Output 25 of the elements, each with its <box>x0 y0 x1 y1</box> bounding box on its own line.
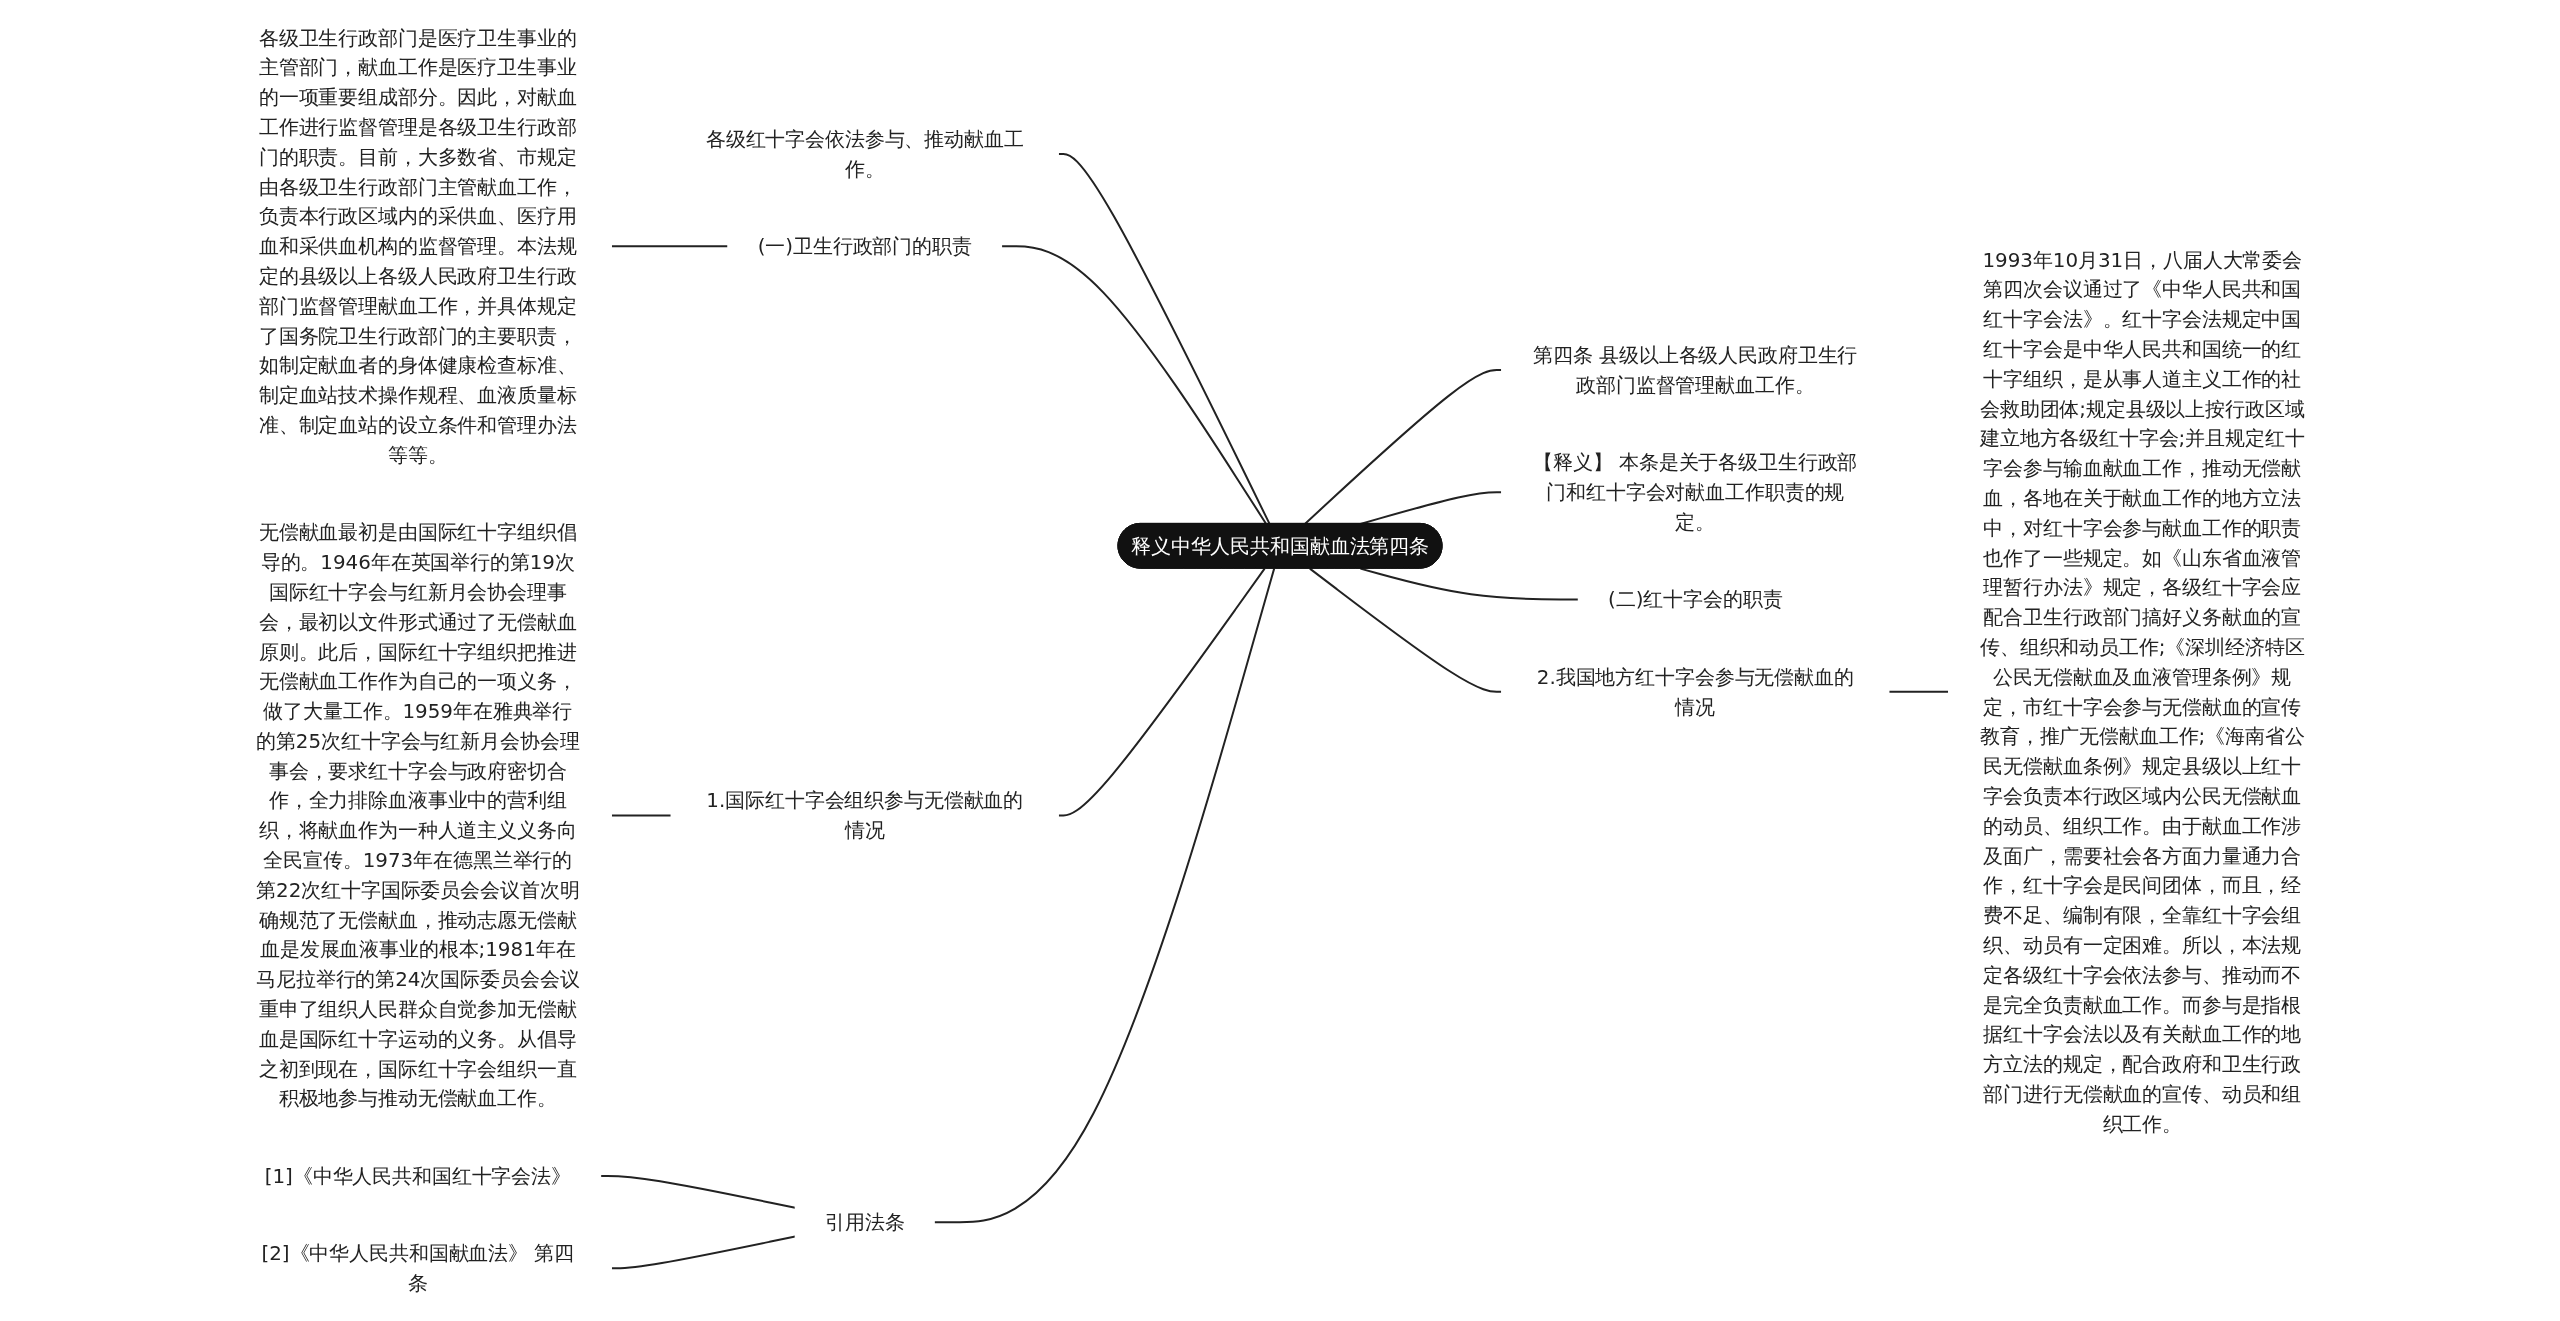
node-text: 第四条 县级以上各级人民政府卫生行政部门监督管理献血工作。 <box>1533 343 1858 397</box>
node-text: 1993年10月31日，八届人大常委会第四次会议通过了《中华人民共和国红十字会法》。红十字会法规定中国红十字会是中华人民共和国统一的红十字组织，是从事人道主义工作的社会救助团体;规定县级以上按行政区域建立地方各级红十字会;并且规定红十字会参与输血献血工作，推动无偿献血，各地在关于献血工作的地方立法中，对红十字会参与献血工作的职责也作了一些规定。如《山东省血液管理暂行办法》规定，各级红十字会应配合卫生行政部门搞好义务献血的宣传、组织和动员工作;《深圳经济特区公民无偿献血及血液管理条例》规定，市红十字会参与无偿献血的宣传教育，推广无偿献血工作;《海南省公民无偿献血条例》规定县级以上红十字会负责本行政区域内公民无偿献血的动员、组织工作。由于献血工作涉及面广，需要社会各方面力量通力合作，红十字会是民间团体，而且，经费不足、编制有限，全靠红十字会组织、动员有一定困难。所以，本法规定各级红十字会依法参与、推动而不是完全负责献血工作。而参与是指根据红十字会法以及有关献血工作的地方立法的规定，配合政府和卫生行政部门进行无偿献血的宣传、动员和组织工作。 <box>1979 247 2305 1136</box>
connector <box>610 1235 797 1270</box>
connector <box>1057 567 1266 817</box>
connector <box>933 567 1276 1224</box>
node-text: 各级卫生行政部门是医疗卫生事业的主管部门，献血工作是医疗卫生事业的一项重要组成部分。因此，对献血工作进行监督管理是各级卫生行政部门的职责。目前，大多数省、市规定由各级卫生行政部门主管献血工作，负责本行政区域内的采供血、医疗用血和采供血机构的监督管理。本法规定的县级以上各级人民政府卫生行政部门监督管理献血工作，并具体规定了国务院卫生行政部门的主要职责，如制定献血者的身体健康检查标准、制定血站技术操作规程、血液质量标准、制定血站的设立条件和管理办法等等。 <box>258 25 577 467</box>
node-text: 1.国际红十字会组织参与无偿献血的情况 <box>706 788 1024 843</box>
node-text: 引用法条 <box>824 1210 905 1235</box>
connector <box>1000 245 1268 525</box>
node-text: 2.我国地方红十字会参与无偿献血的情况 <box>1536 664 1854 719</box>
node-text: 【释义】 本条是关于各级卫生行政部门和红十字会对献血工作职责的规定。 <box>1533 450 1858 534</box>
node-text: [1]《中华人民共和国红十字会法》 <box>264 1164 571 1188</box>
node-text: [2]《中华人民共和国献血法》 第四条 <box>261 1241 575 1296</box>
node-text: (一)卫生行政部门的职责 <box>757 234 972 259</box>
connector <box>1308 567 1503 693</box>
connector <box>1057 152 1271 525</box>
node-text: 无偿献血最初是由国际红十字组织倡导的。1946年在英国举行的第19次国际红十字会与红新月会协会理事会，最初以文件形式通过了无偿献血原则。此后，国际红十字组织把推进无偿献血工作作为自己的一项义务，做了大量工作。1959年在雅典举行的第25次红十字会与红新月会协会理事会，要求红十字会与政府密切合作，全力排除血液事业中的营利组织，将献血作为一种人道主义义务向全民宣传。1973年在德黑兰举行的第22次红十字国际委员会会议首次明确规范了无偿献血，推动志愿无偿献血是发展血液事业的根本;1981年在马尼拉举行的第24次国际委员会会议重申了组织人民群众自觉参加无偿献血是国际红十字运动的义务。从倡导之初到现在，国际红十字会组织一直积极地参与推动无偿献血工作。 <box>256 520 580 1111</box>
node-text: (二)红十字会的职责 <box>1608 587 1783 612</box>
connector <box>610 245 729 248</box>
connector <box>610 814 673 817</box>
node-text: 各级红十字会依法参与、推动献血工作。 <box>705 127 1024 181</box>
connector <box>1303 369 1503 525</box>
connector <box>1887 690 1950 693</box>
connector <box>599 1175 797 1209</box>
connector <box>1359 567 1580 601</box>
